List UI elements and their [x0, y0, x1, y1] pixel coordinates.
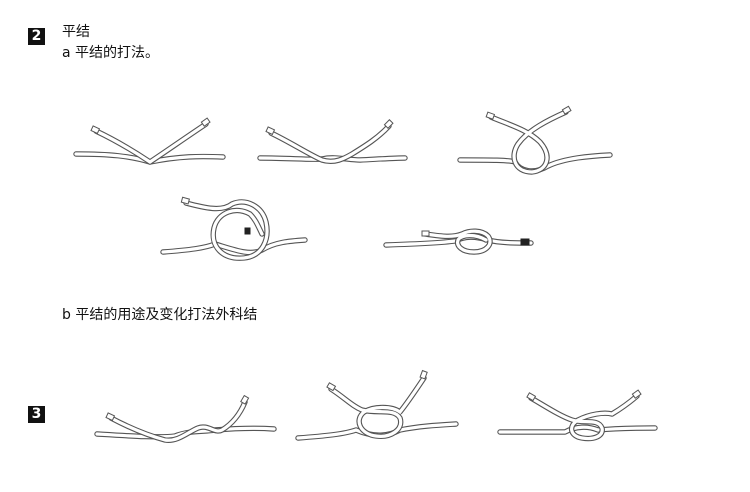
section-title: 平结 — [62, 24, 90, 40]
step-number-badge: 2 — [28, 28, 45, 45]
knot-step-a3-illustration — [457, 105, 613, 175]
knot-step-a5-illustration — [383, 228, 534, 255]
knot-variant-b3-illustration — [497, 389, 658, 442]
knot-step-a4-illustration — [160, 196, 308, 261]
subtitle-b: b 平结的用途及变化打法外科结 — [62, 307, 258, 323]
subtitle-a: a 平结的打法。 — [62, 45, 160, 61]
knot-variant-b2-illustration — [295, 369, 459, 441]
knot-step-a1-illustration — [73, 117, 226, 165]
next-step-number-badge: 3 — [28, 406, 45, 423]
knot-variant-b1-illustration — [94, 394, 277, 443]
knot-step-a2-illustration — [257, 119, 408, 165]
